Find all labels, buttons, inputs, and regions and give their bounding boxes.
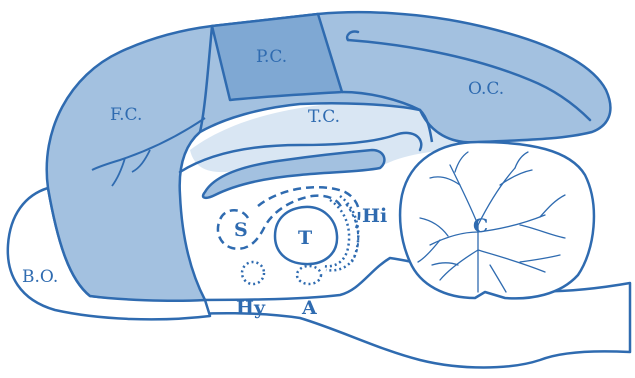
label-fc: F.C. <box>110 105 142 125</box>
label-bo: B.O. <box>22 267 58 287</box>
label-pc: P.C. <box>256 47 287 67</box>
label-t: T <box>298 227 312 249</box>
hippocampus-arc-2 <box>326 196 358 270</box>
amygdala <box>297 266 321 284</box>
label-s: S <box>234 219 248 241</box>
label-oc: O.C. <box>468 79 504 99</box>
hypothalamus <box>242 262 264 284</box>
label-tc: T.C. <box>308 107 340 127</box>
label-hy: Hy <box>236 297 266 319</box>
label-a: A <box>301 297 317 319</box>
label-hi: Hi <box>362 205 387 227</box>
label-c: C <box>473 215 488 237</box>
